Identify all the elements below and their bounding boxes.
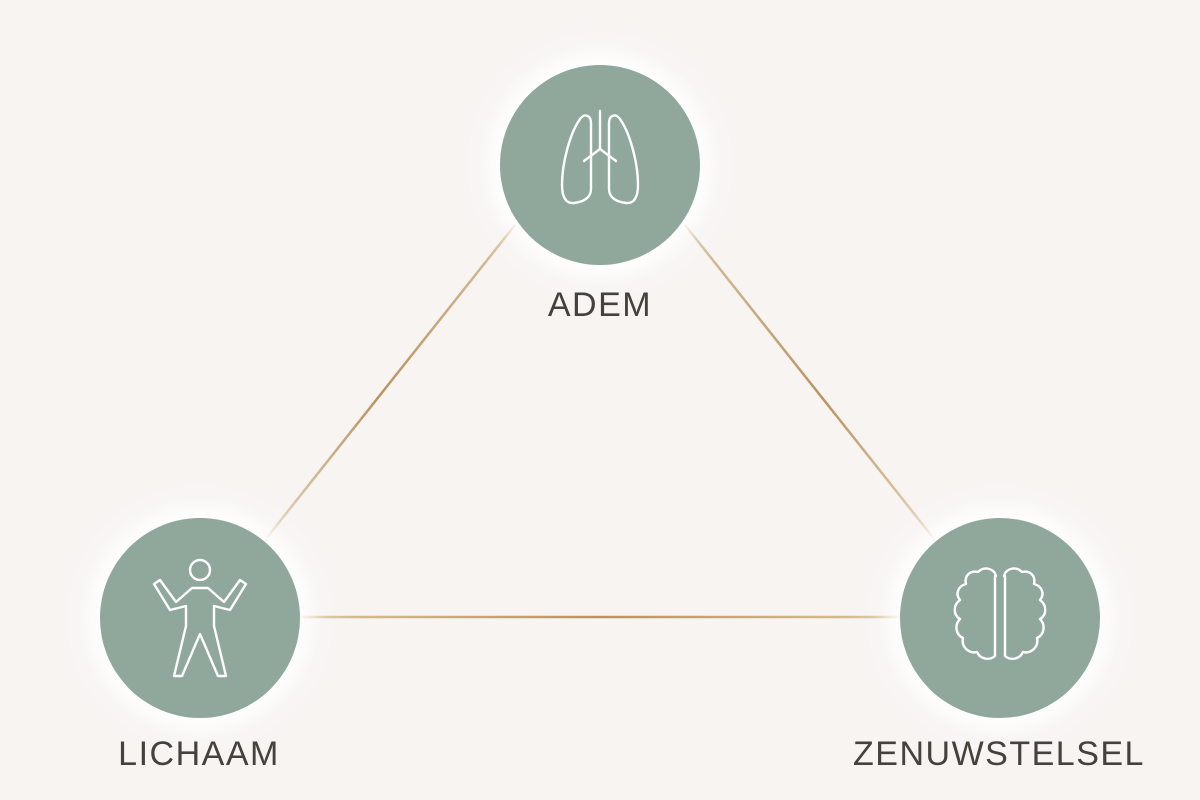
- label-adem: ADEM: [547, 286, 653, 324]
- label-lichaam: LICHAAM: [118, 735, 280, 773]
- person-icon: [152, 558, 248, 678]
- node-lichaam: [100, 518, 300, 718]
- link-adem-lichaam: [264, 224, 516, 541]
- label-zenuwstelsel: ZENUWSTELSEL: [853, 735, 1145, 773]
- node-adem: [500, 65, 700, 265]
- node-zenuwstelsel: [900, 518, 1100, 718]
- link-adem-zenuwstelsel: [684, 224, 936, 541]
- lungs-icon: [560, 109, 640, 205]
- brain-icon: [953, 567, 1047, 660]
